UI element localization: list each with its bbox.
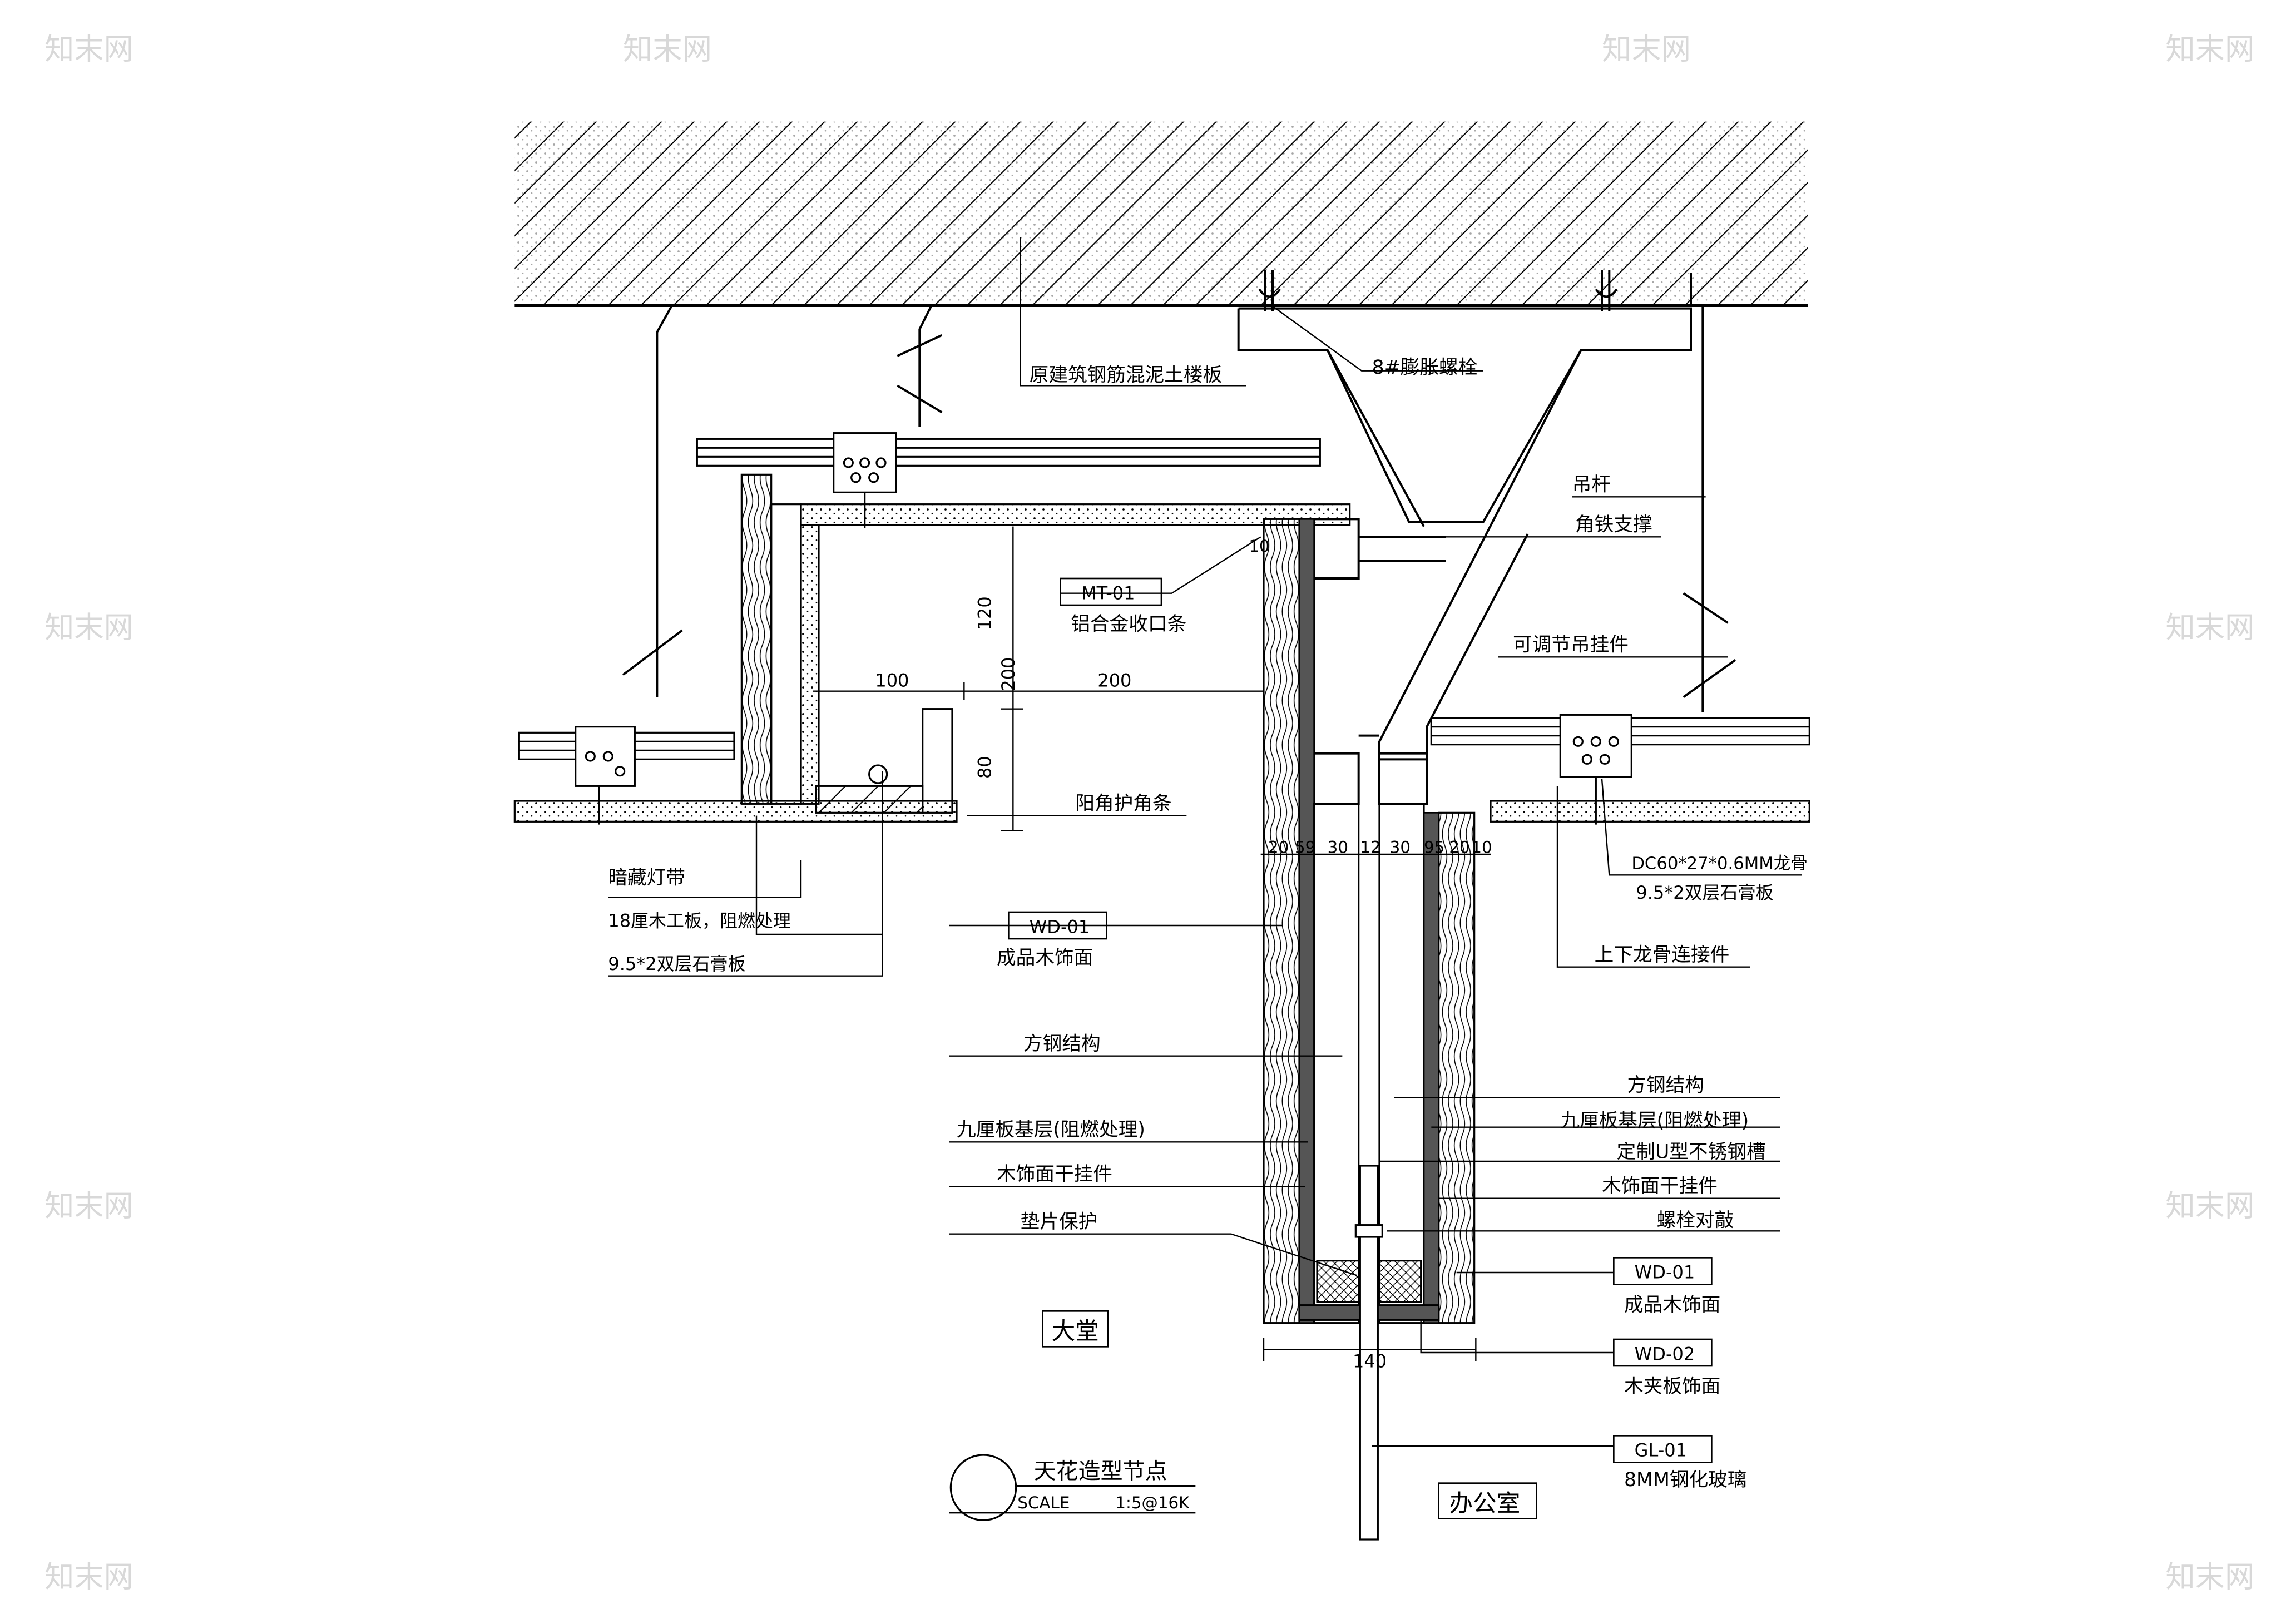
- dim-12: 12: [1360, 838, 1380, 856]
- right-partition: [1378, 803, 1476, 1324]
- upper-keel-assembly: [696, 432, 1321, 528]
- label-corner-guard: 阳角护角条: [1075, 793, 1171, 815]
- room-left: 大堂: [1052, 1318, 1099, 1345]
- label-glass: 8MM钢化玻璃: [1624, 1469, 1746, 1491]
- watermark-text: 知末网: [44, 32, 133, 67]
- title-block: 天花造型节点 SCALE 1:5@16K: [949, 1454, 1196, 1521]
- drawing-title: 天花造型节点: [1034, 1459, 1167, 1484]
- annotation-labels: 原建筑钢筋混泥土楼板 8#膨胀螺栓 吊杆 角铁支撑 可调节吊挂件 DC60*27…: [608, 357, 1808, 1491]
- dim-100: 100: [875, 670, 909, 691]
- scale-label: SCALE: [1017, 1493, 1070, 1512]
- watermark-text: 知末网: [44, 1559, 133, 1594]
- room-right: 办公室: [1449, 1489, 1520, 1517]
- label-steel-right: 方钢结构: [1627, 1075, 1704, 1097]
- lower-right-ceiling: [1430, 714, 1810, 825]
- label-aluminum-trim: 铝合金收口条: [1071, 613, 1186, 635]
- expansion-bolts: [1258, 270, 1692, 311]
- label-keel: DC60*27*0.6MM龙骨: [1631, 854, 1808, 874]
- dim-200-v: 200: [998, 657, 1019, 691]
- scale-value: 1:5@16K: [1115, 1493, 1190, 1512]
- dim-80: 80: [974, 756, 995, 779]
- tag-wd01-left: WD-01: [1030, 916, 1090, 937]
- label-u-channel: 定制U型不锈钢槽: [1617, 1141, 1766, 1163]
- light-pocket: [815, 708, 953, 814]
- upper-gypsum-board: [800, 503, 1351, 526]
- label-wood-finish-right: 成品木饰面: [1624, 1294, 1720, 1316]
- leader-lines: [608, 237, 1802, 1447]
- u-channel-glass: [1298, 1165, 1440, 1541]
- concrete-slab: [514, 121, 1808, 307]
- label-led-strip: 暗藏灯带: [608, 867, 685, 889]
- tag-wd01-right: WD-01: [1635, 1262, 1695, 1283]
- tag-gl01: GL-01: [1635, 1440, 1687, 1461]
- label-plywood-18: 18厘木工板，阻燃处理: [608, 910, 791, 932]
- label-bolt: 8#膨胀螺栓: [1372, 357, 1478, 379]
- label-hanger-right: 木饰面干挂件: [1602, 1175, 1718, 1197]
- hanger-rods: [622, 305, 1736, 712]
- label-shim: 垫片保护: [1021, 1211, 1098, 1233]
- room-labels: 大堂 办公室: [1042, 1310, 1537, 1519]
- dimension-text: 100 200 120 200 80 10 20 59 30 12 30 95 …: [875, 537, 1492, 1372]
- watermark-text: 知末网: [1602, 32, 1691, 67]
- detail-callout-circle: [949, 1454, 1017, 1521]
- label-veneer: 木夹板饰面: [1624, 1375, 1720, 1398]
- dim-30b: 30: [1390, 838, 1411, 856]
- dimension-lines: [813, 526, 1491, 1361]
- dim-20b: 20: [1449, 838, 1469, 856]
- dim-200-h: 200: [1097, 670, 1131, 691]
- left-partition: [1263, 518, 1360, 1324]
- label-hanger-rod: 吊杆: [1572, 474, 1611, 496]
- tag-mt01: MT-01: [1081, 582, 1135, 603]
- label-bolt-pair: 螺栓对敲: [1657, 1209, 1734, 1231]
- watermark-text: 知末网: [2165, 1559, 2254, 1594]
- label-base-right: 九厘板基层(阻燃处理): [1560, 1110, 1749, 1132]
- watermark-text: 知末网: [2165, 610, 2254, 645]
- watermark-layer: 知末网 知末网 知末网 知末网 知末网 知末网 知末网 知末网 知末网 知末网: [44, 32, 2254, 1595]
- watermark-text: 知末网: [44, 1189, 133, 1224]
- label-keel-connector: 上下龙骨连接件: [1595, 944, 1730, 966]
- dim-59: 59: [1295, 838, 1315, 856]
- label-base-left: 九厘板基层(阻燃处理): [957, 1119, 1145, 1141]
- watermark-text: 知末网: [2165, 1189, 2254, 1224]
- label-angle-brace: 角铁支撑: [1575, 514, 1652, 536]
- dim-140: 140: [1353, 1351, 1387, 1372]
- label-gypsum-right: 9.5*2双层石膏板: [1636, 882, 1773, 903]
- dim-10: 10: [1249, 537, 1269, 556]
- dim-10b: 10: [1471, 838, 1492, 856]
- dim-30a: 30: [1328, 838, 1348, 856]
- watermark-text: 知末网: [623, 32, 712, 67]
- watermark-text: 知末网: [44, 610, 133, 645]
- label-adj-hanger: 可调节吊挂件: [1513, 634, 1629, 656]
- label-gypsum-left: 9.5*2双层石膏板: [608, 953, 745, 974]
- lower-left-ceiling: [513, 726, 958, 825]
- label-steel-left: 方钢结构: [1023, 1033, 1101, 1055]
- material-tags: [1008, 577, 1713, 1463]
- label-wood-finish-left: 成品木饰面: [997, 947, 1093, 969]
- watermark-text: 知末网: [2165, 32, 2254, 67]
- label-slab: 原建筑钢筋混泥土楼板: [1030, 364, 1223, 386]
- dim-95: 95: [1424, 838, 1444, 856]
- dim-120: 120: [974, 596, 995, 630]
- tag-wd02: WD-02: [1635, 1343, 1695, 1364]
- material-tag-text: MT-01 WD-01 WD-01 WD-02 GL-01: [1030, 582, 1695, 1460]
- dim-20a: 20: [1268, 838, 1289, 856]
- label-hanger-left: 木饰面干挂件: [997, 1163, 1112, 1186]
